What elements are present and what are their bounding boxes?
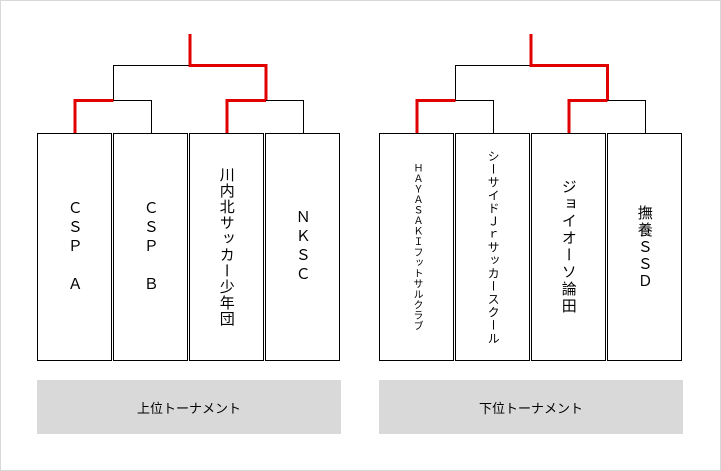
upper-line-semifinal-left [113, 65, 190, 100]
team-name: ＣＳＰ Ｂ [141, 199, 160, 295]
team-name: ＣＳＰ Ａ [65, 199, 84, 295]
team-box-upper-3: 川内北サッカー少年団 [189, 133, 264, 361]
team-box-lower-2: シーサイドＪｒサッカースクール [455, 133, 530, 361]
upper-tournament-label-text: 上位トーナメント [136, 401, 241, 417]
team-box-upper-4: ＮＫＳＣ [265, 133, 340, 361]
lower-winner-hayasaki [415, 99, 456, 133]
upper-tournament-label: 上位トーナメント [37, 380, 341, 434]
lower-winner-final [529, 34, 609, 100]
team-box-lower-3: ジョイオーソ論田 [531, 133, 606, 361]
team-name: 川内北サッカー少年団 [217, 167, 236, 327]
upper-line-nksc-to-semi [266, 100, 304, 133]
upper-winner-final [188, 34, 268, 100]
team-box-upper-2: ＣＳＰ Ｂ [113, 133, 188, 361]
team-box-lower-4: 撫養ＳＳＤ [607, 133, 682, 361]
upper-line-b-to-semi [113, 100, 152, 133]
team-name: ＨＡＹＡＳＡＫＩフットサルクラブ [411, 163, 422, 331]
upper-winner-kawauchi [225, 99, 266, 133]
lower-line-semifinal-left [455, 65, 531, 100]
lower-line-seaside-to-semi [455, 100, 494, 133]
lower-winner-joy [567, 99, 608, 133]
upper-winner-a [73, 99, 114, 133]
lower-tournament-label: 下位トーナメント [379, 380, 683, 434]
team-name: ジョイオーソ論田 [559, 179, 578, 315]
team-box-lower-1: ＨＡＹＡＳＡＫＩフットサルクラブ [379, 133, 454, 361]
team-name: 撫養ＳＳＤ [635, 204, 654, 290]
team-name: ＮＫＳＣ [293, 209, 312, 285]
lower-tournament-label-text: 下位トーナメント [478, 401, 583, 417]
team-box-upper-1: ＣＳＰ Ａ [37, 133, 112, 361]
lower-line-muya-to-semi [607, 100, 646, 133]
team-name: シーサイドＪｒサッカースクール [486, 149, 501, 345]
